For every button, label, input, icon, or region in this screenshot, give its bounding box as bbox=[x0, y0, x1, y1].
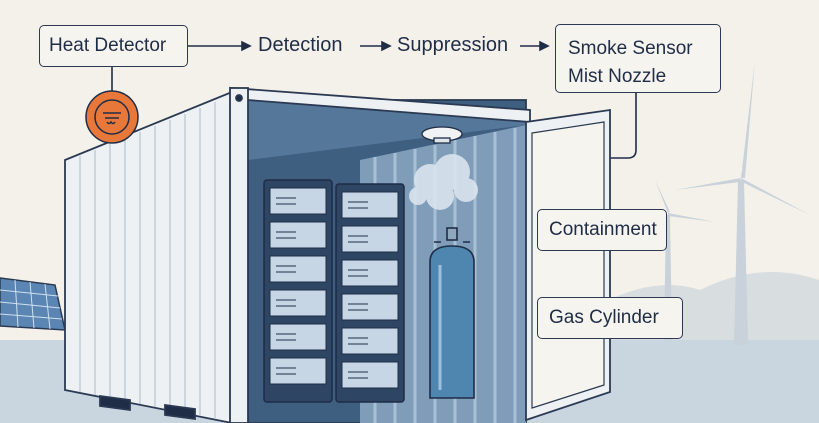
server-unit bbox=[341, 225, 399, 253]
containment-box: Containment bbox=[537, 209, 667, 251]
server-unit bbox=[269, 255, 327, 283]
server-unit bbox=[269, 357, 327, 385]
heat-detector-box: Heat Detector bbox=[39, 25, 188, 67]
server-unit bbox=[341, 293, 399, 321]
mist-nozzle-label: Mist Nozzle bbox=[568, 66, 667, 87]
smoke-sensor-icon bbox=[421, 126, 463, 144]
smoke-sensor-label: Smoke Sensor bbox=[568, 38, 693, 59]
suppression-step: Suppression bbox=[397, 34, 509, 56]
server-unit bbox=[269, 221, 327, 249]
server-unit-lines bbox=[276, 265, 296, 273]
server-unit-lines bbox=[276, 333, 296, 341]
smoke-mist-box: Smoke Sensor Mist Nozzle bbox=[555, 24, 721, 93]
detection-step: Detection bbox=[258, 34, 343, 56]
gas-cylinder-icon bbox=[429, 227, 475, 399]
server-unit bbox=[341, 259, 399, 287]
server-unit-lines bbox=[348, 235, 368, 243]
heat-detector-icon bbox=[85, 90, 139, 144]
server-unit-lines bbox=[276, 367, 296, 375]
server-unit bbox=[269, 187, 327, 215]
mist-cloud-icon bbox=[409, 154, 478, 210]
server-unit bbox=[269, 323, 327, 351]
server-slots bbox=[269, 187, 399, 389]
server-unit-lines bbox=[276, 197, 296, 205]
gas-cylinder-label: Gas Cylinder bbox=[549, 307, 659, 328]
server-unit-lines bbox=[348, 201, 368, 209]
server-unit-lines bbox=[276, 231, 296, 239]
server-unit bbox=[341, 361, 399, 389]
containment-label: Containment bbox=[549, 219, 657, 240]
server-unit-lines bbox=[276, 299, 296, 307]
server-unit-lines bbox=[348, 303, 368, 311]
server-unit bbox=[341, 191, 399, 219]
server-unit-lines bbox=[348, 269, 368, 277]
server-unit-lines bbox=[348, 371, 368, 379]
server-unit bbox=[269, 289, 327, 317]
heat-detector-label: Heat Detector bbox=[49, 35, 167, 56]
solar-panel-icon bbox=[0, 277, 66, 331]
server-unit bbox=[341, 327, 399, 355]
server-unit-lines bbox=[348, 337, 368, 345]
gas-cylinder-box: Gas Cylinder bbox=[537, 297, 683, 339]
